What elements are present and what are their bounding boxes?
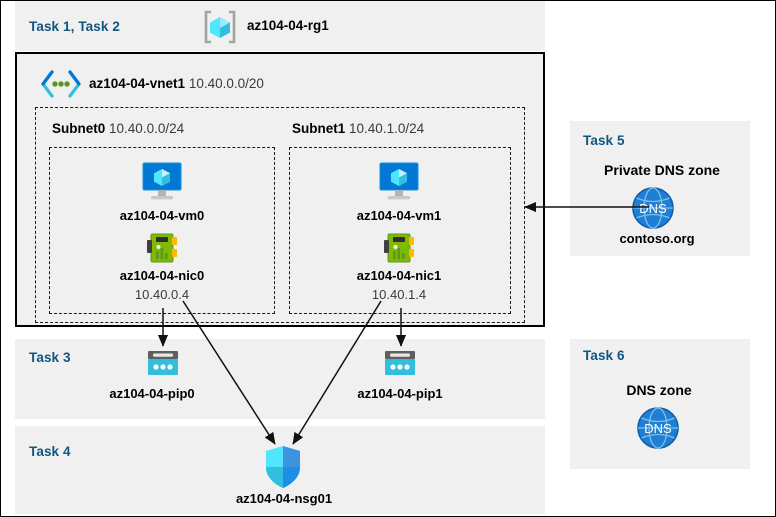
private-dns-zone-name: contoso.org: [619, 231, 695, 246]
network-interface-icon: [144, 232, 180, 264]
subnet1-cidr: 10.40.1.0/24: [349, 121, 425, 136]
private-dns-zone-heading: Private DNS zone: [604, 162, 720, 178]
nsg-label: az104-04-nsg01: [235, 491, 333, 506]
subnet1-name: Subnet1: [292, 121, 346, 136]
vnet-panel: [15, 52, 545, 327]
resource-group-cube-icon: [201, 8, 239, 46]
public-ip-address-icon: [144, 349, 182, 381]
task-label-4: Task 4: [29, 444, 71, 459]
subnet0-title: Subnet0 10.40.0.0/24: [52, 121, 184, 136]
resource-group-name-text: az104-04-rg1: [247, 18, 329, 33]
subnet0-name: Subnet0: [52, 121, 106, 136]
dns-icon-text: DNS: [639, 201, 667, 216]
task-label-5: Task 5: [583, 133, 625, 148]
resource-group-header-panel: [15, 1, 545, 51]
subnet0-box: [49, 147, 275, 314]
vnet-name: az104-04-vnet1: [89, 76, 186, 91]
nic1-label: az104-04-nic1: [356, 268, 442, 283]
task-label-6: Task 6: [583, 348, 625, 363]
nic0-label: az104-04-nic0: [119, 268, 205, 283]
dns-icon-text: DNS: [644, 421, 672, 436]
vnet-title: az104-04-vnet1 10.40.0.0/20: [89, 76, 264, 91]
nic1-ip: 10.40.1.4: [371, 287, 427, 302]
resource-group-name: az104-04-rg1: [247, 18, 329, 33]
network-security-group-shield-icon: [262, 444, 304, 490]
dns-zone-globe-icon: DNS: [631, 186, 675, 230]
pip1-label: az104-04-pip1: [357, 386, 443, 401]
virtual-network-icon: [39, 69, 83, 99]
dns-zone-globe-icon: DNS: [636, 406, 680, 450]
pip0-label: az104-04-pip0: [109, 386, 195, 401]
subnets-group-box: [35, 107, 525, 323]
vnet-cidr: 10.40.0.0/20: [188, 76, 264, 91]
subnet1-box: [289, 147, 511, 314]
virtual-machine-icon: [375, 161, 423, 203]
vm1-label: az104-04-vm1: [356, 208, 442, 223]
subnet1-title: Subnet1 10.40.1.0/24: [292, 121, 424, 136]
nic0-ip: 10.40.0.4: [134, 287, 190, 302]
vm0-label: az104-04-vm0: [119, 208, 205, 223]
network-interface-icon: [381, 232, 417, 264]
public-ip-address-icon: [381, 349, 419, 381]
virtual-machine-icon: [138, 161, 186, 203]
subnet0-cidr: 10.40.0.0/24: [109, 121, 185, 136]
task-label-3: Task 3: [29, 350, 71, 365]
dns-zone-heading: DNS zone: [626, 382, 692, 398]
task-label-1-2: Task 1, Task 2: [29, 19, 120, 34]
task3-panel: [15, 339, 545, 419]
